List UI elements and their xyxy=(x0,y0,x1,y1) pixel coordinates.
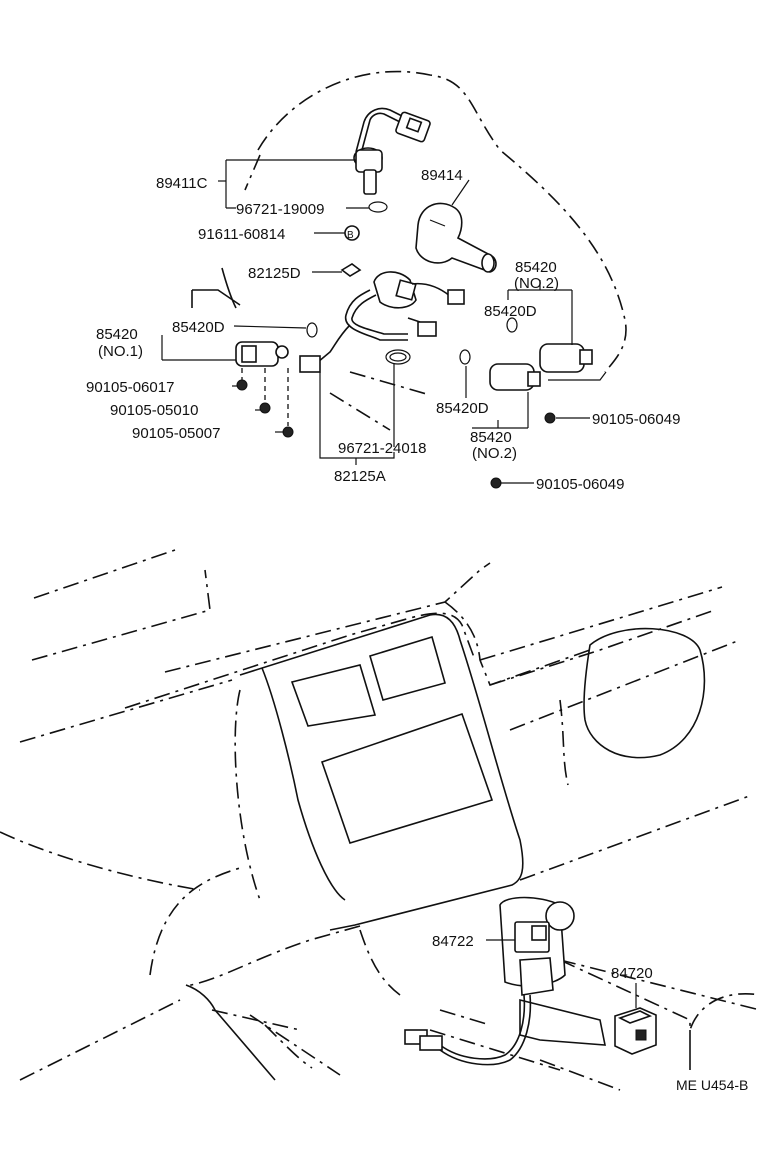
label-85420d-left: 85420D xyxy=(172,319,225,336)
bolt-mark: B xyxy=(347,230,354,241)
label-84720: 84720 xyxy=(611,965,653,982)
label-90105-06017: 90105-06017 xyxy=(86,379,174,396)
label-96721-19009: 96721-19009 xyxy=(236,201,324,218)
switch-84720 xyxy=(614,1007,657,1055)
switch-84722 xyxy=(404,896,606,1066)
sensor-85420-no1 xyxy=(235,322,318,438)
label-90105-06049-b: 90105-06049 xyxy=(536,476,624,493)
label-82125d: 82125D xyxy=(248,265,301,282)
leaders-lower xyxy=(486,939,637,1008)
sensor-85420-no2-right xyxy=(506,317,593,373)
label-96721-24018: 96721-24018 xyxy=(338,440,426,457)
label-85420-no1: 85420 xyxy=(96,326,138,343)
label-85420-no2-mid: 85420 xyxy=(470,429,512,446)
label-90105-05007: 90105-05007 xyxy=(132,425,220,442)
label-89414: 89414 xyxy=(421,167,463,184)
sensor-89414 xyxy=(415,202,497,273)
leaders-upper xyxy=(161,159,607,484)
label-no2-top: (NO.2) xyxy=(514,275,559,292)
label-90105-05010: 90105-05010 xyxy=(110,402,198,419)
label-no2-mid: (NO.2) xyxy=(472,445,517,462)
upper-outline xyxy=(191,70,627,431)
label-90105-06049-a: 90105-06049 xyxy=(592,411,680,428)
label-no1: (NO.1) xyxy=(98,343,143,360)
label-85420-no2-top: 85420 xyxy=(515,259,557,276)
dashboard-outline xyxy=(0,549,761,1091)
sensor-85420-no2-mid xyxy=(459,349,556,489)
sensor-89411c xyxy=(353,107,431,213)
diagram-code: ME U454-B xyxy=(676,1077,748,1093)
label-82125a: 82125A xyxy=(334,468,386,485)
clip-82125d xyxy=(340,263,362,277)
label-91611-60814: 91611-60814 xyxy=(198,226,285,243)
label-89411c: 89411C xyxy=(156,175,208,192)
labels: 89411C 96721-19009 89414 91611-60814 B 8… xyxy=(86,167,748,1093)
label-85420d-top: 85420D xyxy=(484,303,537,320)
wire-harness xyxy=(299,271,465,373)
label-85420d-mid: 85420D xyxy=(436,400,489,417)
label-84722: 84722 xyxy=(432,933,474,950)
